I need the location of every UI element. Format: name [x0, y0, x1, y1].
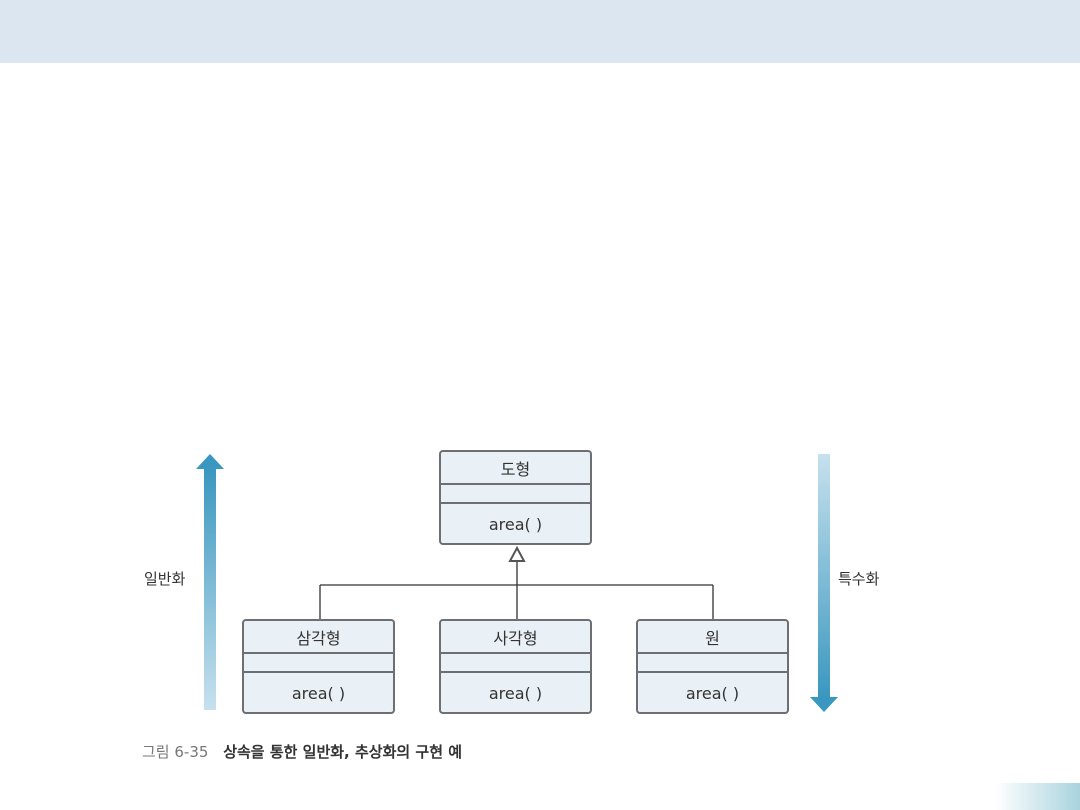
class-name: 도형 — [441, 452, 590, 485]
class-name: 삼각형 — [244, 621, 393, 654]
generalization-arrow-icon — [196, 454, 224, 710]
class-box-rectangle: 사각형 area( ) — [439, 619, 592, 714]
caption-number: 그림 6-35 — [142, 743, 209, 761]
class-method: area( ) — [291, 684, 346, 703]
caption-text: 상속을 통한 일반화, 추상화의 구현 예 — [223, 743, 463, 761]
specialization-arrow-icon — [810, 454, 838, 712]
class-box-shape: 도형 area( ) — [439, 450, 592, 545]
generalization-label: 일반화 — [144, 570, 186, 588]
class-method: area( ) — [488, 515, 543, 534]
inheritance-lines — [319, 545, 714, 619]
inheritance-triangle-icon — [508, 545, 526, 562]
class-method: area( ) — [685, 684, 740, 703]
figure-caption: 그림 6-35 상속을 통한 일반화, 추상화의 구현 예 — [142, 741, 462, 762]
class-attributes — [244, 654, 393, 673]
class-attributes — [441, 485, 590, 504]
class-attributes — [441, 654, 590, 673]
class-method: area( ) — [488, 684, 543, 703]
class-name: 원 — [638, 621, 787, 654]
class-box-circle: 원 area( ) — [636, 619, 789, 714]
class-attributes — [638, 654, 787, 673]
class-box-triangle: 삼각형 area( ) — [242, 619, 395, 714]
header-banner — [0, 0, 1080, 63]
corner-decoration — [995, 783, 1080, 810]
class-name: 사각형 — [441, 621, 590, 654]
specialization-label: 특수화 — [838, 570, 880, 588]
